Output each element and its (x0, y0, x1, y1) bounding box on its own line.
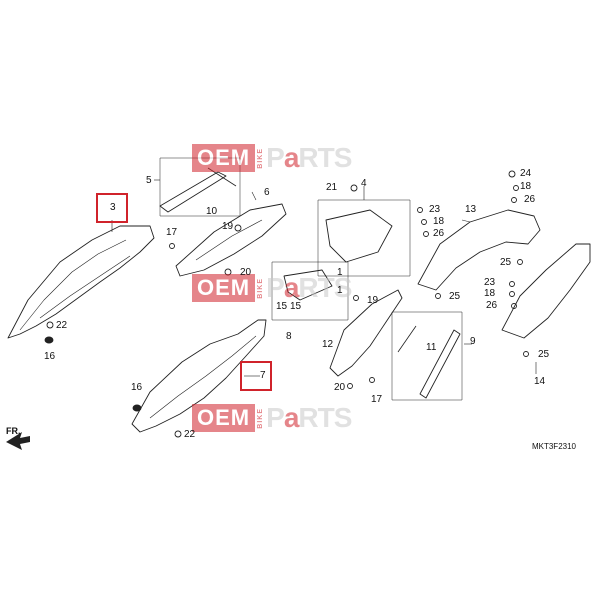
callout-21[interactable]: 21 (326, 182, 338, 193)
callout-15[interactable]: 15 (276, 301, 288, 312)
callout-15[interactable]: 15 (290, 301, 302, 312)
callout-20[interactable]: 20 (334, 382, 346, 393)
callout-22[interactable]: 22 (56, 320, 68, 331)
callout-16[interactable]: 16 (44, 351, 56, 362)
part-4-panel (325, 209, 393, 263)
callout-23[interactable]: 23 (484, 277, 496, 288)
callout-16[interactable]: 16 (131, 382, 143, 393)
front-direction-arrow (6, 432, 30, 450)
callout-25[interactable]: 25 (449, 291, 461, 302)
callout-12[interactable]: 12 (322, 339, 334, 350)
callout-5[interactable]: 5 (146, 175, 152, 186)
callout-17[interactable]: 17 (371, 394, 383, 405)
diagram-code: MKT3F2310 (531, 442, 576, 451)
callout-26[interactable]: 26 (486, 300, 498, 311)
callout-8[interactable]: 8 (286, 331, 292, 342)
callout-1[interactable]: 1 (337, 267, 343, 278)
part-22-screw (174, 430, 182, 438)
part-6-bracket (175, 203, 287, 277)
callout-19[interactable]: 19 (222, 221, 234, 232)
callout-9[interactable]: 9 (470, 336, 476, 347)
callout-20[interactable]: 20 (240, 267, 252, 278)
part-5-strip (159, 171, 227, 213)
callout-25[interactable]: 25 (500, 257, 512, 268)
part-11-strip (419, 329, 461, 399)
front-direction-label: FR. (6, 426, 21, 436)
part-12-cover (329, 289, 403, 377)
highlight-callout-3[interactable]: 3 (96, 193, 128, 223)
callout-25[interactable]: 25 (538, 349, 550, 360)
part-22-screw (46, 321, 54, 329)
callout-24[interactable]: 24 (520, 168, 532, 179)
watermark: OEM BIKE PaRTS (192, 272, 352, 304)
callout-11[interactable]: 11 (426, 342, 437, 353)
watermark: OEM BIKE PaRTS (192, 142, 352, 174)
callout-6[interactable]: 6 (264, 187, 270, 198)
watermark: OEM BIKE PaRTS (192, 402, 352, 434)
part-16-grommet (44, 336, 54, 344)
callout-26[interactable]: 26 (524, 194, 536, 205)
callout-14[interactable]: 14 (534, 376, 546, 387)
part-8-bracket (283, 269, 333, 301)
callout-18[interactable]: 18 (484, 288, 496, 299)
callout-17[interactable]: 17 (166, 227, 178, 238)
part-14-rear-cover (501, 243, 591, 339)
callout-18[interactable]: 18 (520, 181, 532, 192)
callout-22[interactable]: 22 (184, 429, 196, 440)
callout-10[interactable]: 10 (206, 206, 218, 217)
part-7-lower-cover (131, 319, 267, 433)
part-13-grab-rail (417, 209, 541, 291)
part-3-side-cover (7, 225, 155, 339)
callout-23[interactable]: 23 (429, 204, 441, 215)
callout-19[interactable]: 19 (367, 295, 379, 306)
callout-1[interactable]: 1 (337, 285, 343, 296)
callout-4[interactable]: 4 (361, 178, 367, 189)
callout-13[interactable]: 13 (465, 204, 477, 215)
highlight-callout-7[interactable]: 7 (240, 361, 272, 391)
callout-18[interactable]: 18 (433, 216, 445, 227)
callout-26[interactable]: 26 (433, 228, 445, 239)
